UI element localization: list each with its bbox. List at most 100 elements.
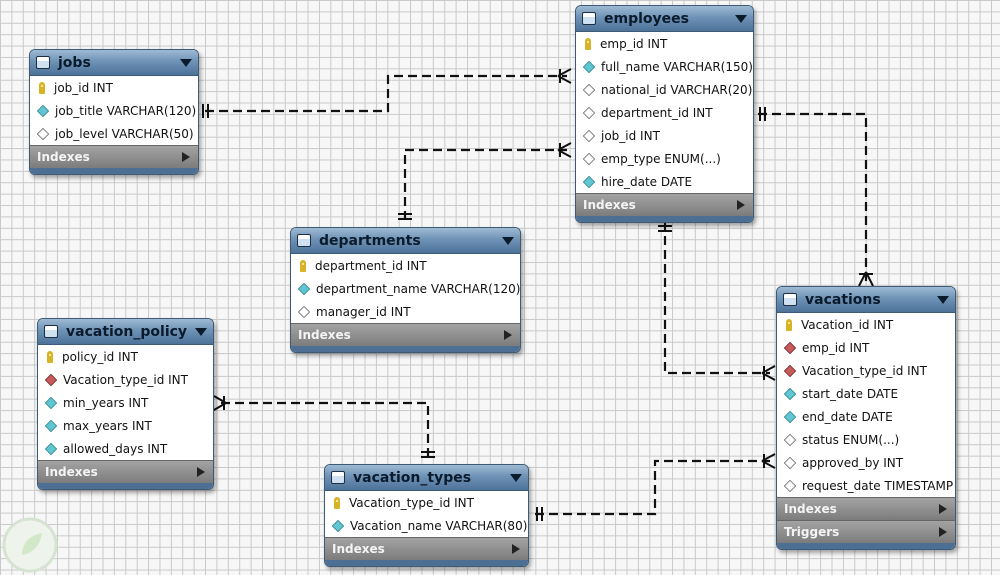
- table-name: vacations: [805, 291, 881, 308]
- table-icon: [582, 12, 596, 25]
- column-label: emp_id INT: [802, 340, 870, 355]
- column-row[interactable]: job_id INT: [576, 124, 753, 147]
- column-label: job_id INT: [54, 80, 113, 95]
- primary-key-icon: [39, 81, 45, 94]
- table-jobs[interactable]: jobs job_id INT job_title VARCHAR(120) job…: [29, 49, 199, 175]
- nullable-column-icon: [297, 305, 311, 318]
- expand-arrow-icon[interactable]: [182, 152, 190, 162]
- section-indexes[interactable]: Indexes: [30, 145, 198, 168]
- primary-key-icon: [585, 37, 591, 50]
- section-label: Indexes: [45, 465, 98, 479]
- column-label: department_name VARCHAR(120): [316, 281, 521, 296]
- column-row[interactable]: allowed_days INT: [38, 437, 213, 460]
- column-label: job_title VARCHAR(120): [55, 103, 197, 118]
- collapse-arrow-icon[interactable]: [510, 473, 522, 482]
- column-row[interactable]: hire_date DATE: [576, 170, 753, 193]
- column-row[interactable]: end_date DATE: [777, 405, 955, 428]
- section-label: Indexes: [37, 150, 90, 164]
- column-row[interactable]: max_years INT: [38, 414, 213, 437]
- not-null-column-icon: [783, 387, 797, 400]
- column-row[interactable]: emp_type ENUM(...): [576, 147, 753, 170]
- column-label: emp_type ENUM(...): [601, 151, 721, 166]
- column-row[interactable]: Vacation_name VARCHAR(80): [325, 514, 528, 537]
- column-row[interactable]: request_date TIMESTAMP: [777, 474, 955, 497]
- column-label: department_id INT: [315, 258, 427, 273]
- table-vacations[interactable]: vacations Vacation_id INT emp_id INT Vacat…: [776, 286, 956, 550]
- column-label: Vacation_type_id INT: [802, 363, 927, 378]
- section-indexes[interactable]: Indexes: [576, 193, 753, 216]
- table-vacation-types[interactable]: vacation_types Vacation_type_id INT Vacat…: [324, 464, 529, 567]
- column-row[interactable]: emp_id INT: [576, 32, 753, 55]
- expand-arrow-icon[interactable]: [197, 467, 205, 477]
- expand-arrow-icon[interactable]: [939, 504, 947, 514]
- table-header[interactable]: jobs: [30, 50, 198, 76]
- section-indexes[interactable]: Indexes: [291, 323, 520, 346]
- table-departments[interactable]: departments department_id INT department_…: [290, 227, 521, 353]
- column-row[interactable]: Vacation_type_id INT: [777, 359, 955, 382]
- section-triggers[interactable]: Triggers: [777, 520, 955, 543]
- table-vacation-policy[interactable]: vacation_policy policy_id INT Vacation_ty…: [37, 318, 214, 490]
- column-label: job_level VARCHAR(50): [55, 126, 194, 141]
- relationship-jobs-employees: [205, 74, 567, 113]
- foreign-key-icon: [783, 341, 797, 354]
- relationship-employees-vacations-left: [663, 222, 770, 375]
- not-null-column-icon: [297, 282, 311, 295]
- column-row[interactable]: full_name VARCHAR(150): [576, 55, 753, 78]
- column-row[interactable]: Vacation_id INT: [777, 313, 955, 336]
- column-row[interactable]: emp_id INT: [777, 336, 955, 359]
- column-row[interactable]: status ENUM(...): [777, 428, 955, 451]
- collapse-arrow-icon[interactable]: [735, 14, 747, 23]
- column-label: policy_id INT: [62, 349, 138, 364]
- column-row[interactable]: min_years INT: [38, 391, 213, 414]
- column-row[interactable]: job_level VARCHAR(50): [30, 122, 198, 145]
- column-label: national_id VARCHAR(20): [601, 82, 753, 97]
- not-null-column-icon: [44, 419, 58, 432]
- table-icon: [331, 471, 345, 484]
- column-row[interactable]: department_name VARCHAR(120): [291, 277, 520, 300]
- table-header[interactable]: departments: [291, 228, 520, 254]
- column-label: job_id INT: [601, 128, 660, 143]
- expand-arrow-icon[interactable]: [737, 200, 745, 210]
- relationship-vacation-types-vacations: [535, 459, 770, 516]
- nullable-column-icon: [783, 433, 797, 446]
- column-row[interactable]: approved_by INT: [777, 451, 955, 474]
- not-null-column-icon: [582, 175, 596, 188]
- column-row[interactable]: Vacation_type_id INT: [325, 491, 528, 514]
- column-row[interactable]: start_date DATE: [777, 382, 955, 405]
- section-indexes[interactable]: Indexes: [777, 497, 955, 520]
- collapse-arrow-icon[interactable]: [937, 295, 949, 304]
- table-name: vacation_types: [353, 469, 472, 486]
- section-indexes[interactable]: Indexes: [325, 537, 528, 560]
- collapse-arrow-icon[interactable]: [195, 327, 207, 336]
- column-row[interactable]: Vacation_type_id INT: [38, 368, 213, 391]
- expand-arrow-icon[interactable]: [512, 544, 520, 554]
- primary-key-icon: [47, 350, 53, 363]
- table-icon: [297, 234, 311, 247]
- not-null-column-icon: [331, 519, 345, 532]
- column-row[interactable]: job_title VARCHAR(120): [30, 99, 198, 122]
- table-header[interactable]: vacations: [777, 287, 955, 313]
- column-row[interactable]: national_id VARCHAR(20): [576, 78, 753, 101]
- column-row[interactable]: manager_id INT: [291, 300, 520, 323]
- table-header[interactable]: employees: [576, 6, 753, 32]
- section-indexes[interactable]: Indexes: [38, 460, 213, 483]
- table-header[interactable]: vacation_types: [325, 465, 528, 491]
- table-name: vacation_policy: [66, 323, 188, 340]
- not-null-column-icon: [44, 442, 58, 455]
- column-label: Vacation_type_id INT: [349, 495, 474, 510]
- column-label: Vacation_name VARCHAR(80): [350, 518, 528, 533]
- table-header[interactable]: vacation_policy: [38, 319, 213, 345]
- column-row[interactable]: department_id INT: [291, 254, 520, 277]
- column-row[interactable]: job_id INT: [30, 76, 198, 99]
- section-label: Indexes: [332, 542, 385, 556]
- nullable-column-icon: [582, 106, 596, 119]
- column-row[interactable]: policy_id INT: [38, 345, 213, 368]
- collapse-arrow-icon[interactable]: [502, 236, 514, 245]
- expand-arrow-icon[interactable]: [939, 527, 947, 537]
- expand-arrow-icon[interactable]: [504, 330, 512, 340]
- column-row[interactable]: department_id INT: [576, 101, 753, 124]
- collapse-arrow-icon[interactable]: [180, 58, 192, 67]
- relationship-vacation-types-policy: [221, 401, 430, 458]
